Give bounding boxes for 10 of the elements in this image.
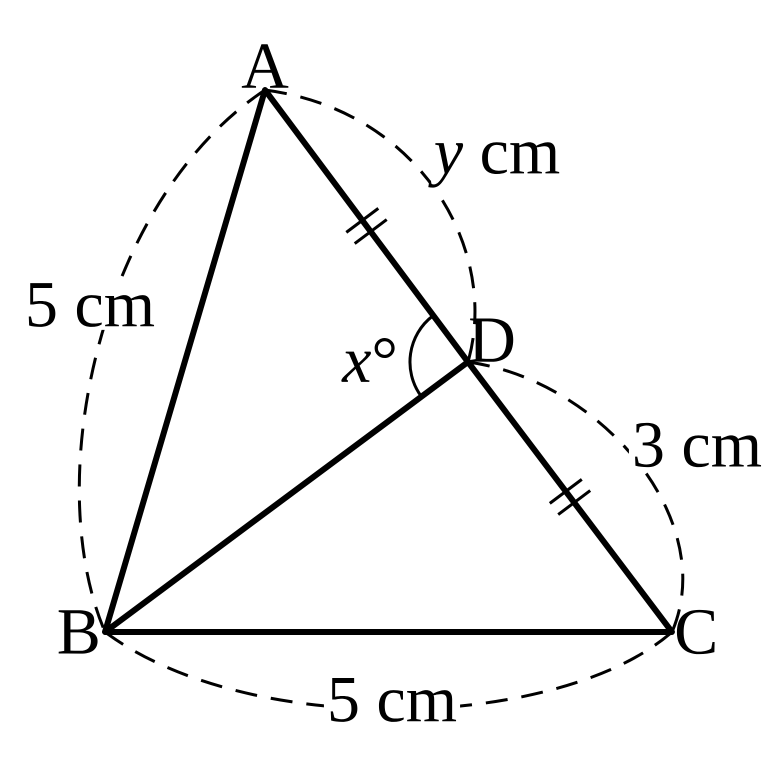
vertex-label: D bbox=[470, 318, 514, 362]
length-label: 5 cm bbox=[324, 675, 460, 725]
line-segment bbox=[102, 628, 675, 635]
vertex-label: A bbox=[242, 44, 288, 88]
vertex-label: C bbox=[676, 610, 715, 654]
length-label: 3 cm bbox=[628, 420, 766, 470]
length-label: 5 cm bbox=[22, 280, 158, 330]
length-label: y cm bbox=[428, 139, 564, 191]
angle-label: x° bbox=[339, 335, 401, 385]
vertex-label: B bbox=[58, 610, 98, 654]
